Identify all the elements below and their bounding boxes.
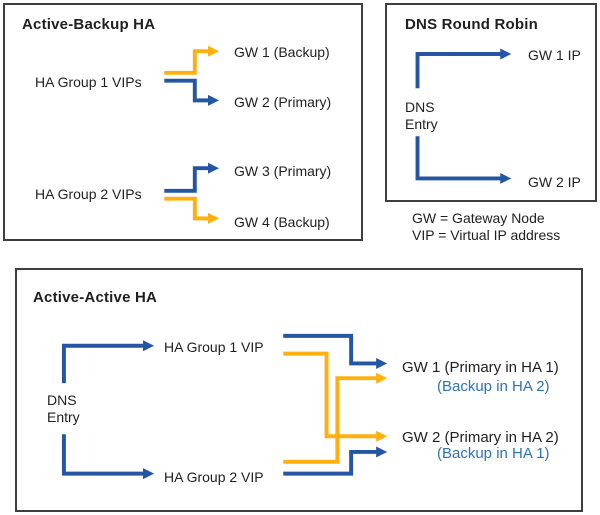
- active-active-title: Active-Active HA: [33, 289, 158, 306]
- arrow-group2-to-gw4: [164, 196, 220, 224]
- gw1-backup-ha2-label: (Backup in HA 2): [437, 378, 550, 395]
- arrow-dns-to-gw1ip: [415, 48, 512, 89]
- dns-entry-label: DNS Entry: [47, 392, 80, 425]
- gw2-primary-ha2-label: GW 2 (Primary in HA 2): [402, 429, 559, 446]
- active-backup-title: Active-Backup HA: [22, 16, 156, 33]
- arrow-dns-to-group2: [61, 434, 155, 480]
- arrow-group1-to-gw2: [164, 78, 220, 106]
- active-active-arrows: [61, 333, 388, 480]
- legend-vip-line: VIP = Virtual IP address: [412, 227, 561, 243]
- ha-group-1-vip-label: HA Group 1 VIP: [164, 339, 264, 355]
- arrow-group2-primary-to-gw2: [283, 446, 388, 476]
- gw2-backup-ha1-label: (Backup in HA 1): [437, 445, 550, 462]
- arrow-group2-backup-to-gw1: [283, 372, 388, 464]
- ha-group-1-vips-label: HA Group 1 VIPs: [35, 74, 142, 90]
- active-backup-arrows: [164, 45, 220, 224]
- dns-round-robin-panel: DNS Round Robin DNS Entry GW 1 IP GW 2 I…: [385, 3, 597, 202]
- legend: GW = Gateway Node VIP = Virtual IP addre…: [412, 210, 560, 244]
- gw2-primary-label: GW 2 (Primary): [234, 94, 332, 110]
- arrow-dns-to-group1: [61, 340, 155, 384]
- gw1-backup-label: GW 1 (Backup): [234, 44, 330, 60]
- dns-round-robin-arrows: [415, 48, 512, 184]
- arrow-group2-to-gw3: [164, 162, 220, 193]
- active-active-panel: Active-Active HA DNS Entry HA Group 1 VI…: [15, 268, 583, 512]
- arrow-group1-primary-to-gw1: [283, 333, 388, 369]
- legend-gw-line: GW = Gateway Node: [412, 210, 545, 226]
- dns-entry-label: DNS Entry: [405, 99, 438, 132]
- dns-round-robin-title: DNS Round Robin: [405, 16, 538, 33]
- gw3-primary-label: GW 3 (Primary): [234, 163, 332, 179]
- ha-group-2-vips-label: HA Group 2 VIPs: [35, 186, 142, 202]
- arrow-dns-to-gw2ip: [415, 136, 512, 184]
- gw2-ip-label: GW 2 IP: [528, 174, 581, 190]
- gw1-ip-label: GW 1 IP: [528, 47, 581, 63]
- active-backup-panel: Active-Backup HA HA Group 1 VIPs GW 1 (B…: [3, 3, 363, 241]
- gw4-backup-label: GW 4 (Backup): [234, 214, 330, 230]
- ha-group-2-vip-label: HA Group 2 VIP: [164, 469, 264, 485]
- arrow-group1-to-gw1: [164, 45, 220, 75]
- gw1-primary-ha1-label: GW 1 (Primary in HA 1): [402, 359, 559, 376]
- arrow-group1-backup-to-gw2: [283, 351, 388, 442]
